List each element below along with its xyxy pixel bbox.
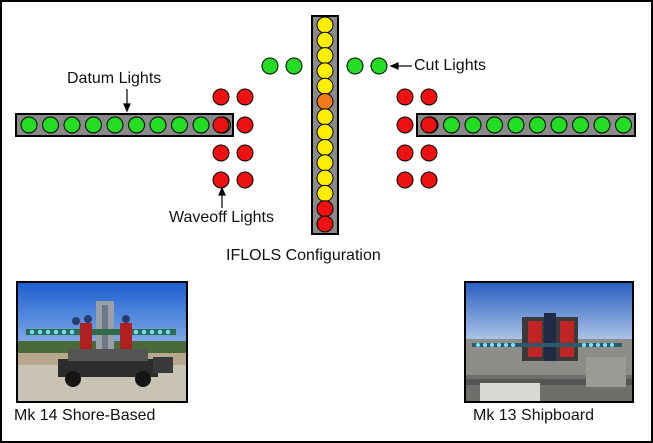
lens-cell-yellow <box>316 62 334 80</box>
lens-cell-yellow <box>316 154 334 172</box>
lens-cell-yellow <box>316 77 334 95</box>
datum-light-left <box>63 116 81 134</box>
waveoff-light-right <box>396 116 414 134</box>
waveoff-light-left <box>212 171 230 189</box>
lens-cell-yellow <box>316 184 334 202</box>
cut-light <box>285 57 303 75</box>
datum-light-right <box>464 116 482 134</box>
cut-light <box>346 57 364 75</box>
cut-light <box>261 57 279 75</box>
mk14-photo-image <box>18 283 186 401</box>
waveoff-light-right <box>396 144 414 162</box>
mk13-photo-image <box>466 283 632 401</box>
waveoff-light-right <box>420 116 438 134</box>
mk14-photo <box>16 281 188 403</box>
waveoff-light-left <box>212 144 230 162</box>
datum-light-left <box>128 116 145 134</box>
lens-cell-red <box>316 215 334 233</box>
waveoff-light-left <box>236 116 254 134</box>
waveoff-light-left <box>236 171 254 189</box>
waveoff-light-right <box>420 88 438 106</box>
iflols-configuration-label: IFLOLS Configuration <box>226 247 381 264</box>
datum-light-left <box>149 116 167 134</box>
mk14-caption: Mk 14 Shore-Based <box>14 407 156 424</box>
waveoff-light-right <box>396 171 414 189</box>
waveoff-light-right <box>420 144 438 162</box>
datum-light-right <box>550 116 568 134</box>
lens-cell-yellow <box>316 47 334 65</box>
datum-light-left <box>106 116 124 134</box>
lens-cell-yellow <box>316 123 334 141</box>
datum-light-left <box>85 116 102 134</box>
lens-cell-red <box>316 200 334 218</box>
datum-light-right <box>593 116 611 134</box>
datum-light-right <box>507 116 525 134</box>
datum-light-right <box>572 116 589 134</box>
lens-cell-yellow <box>316 108 334 126</box>
datum-light-right <box>529 116 546 134</box>
cut-light <box>370 57 388 75</box>
datum-light-left <box>171 116 188 134</box>
datum-light-right <box>615 116 632 134</box>
waveoff-light-left <box>236 88 254 106</box>
datum-light-left <box>192 116 210 134</box>
lens-cell-yellow <box>316 138 334 156</box>
datum-light-left <box>20 116 38 134</box>
cut-lights-label: Cut Lights <box>414 57 487 74</box>
mk13-caption: Mk 13 Shipboard <box>473 407 594 424</box>
datum-light-left <box>42 116 59 134</box>
datum-light-right <box>443 116 460 134</box>
waveoff-light-left <box>212 116 230 134</box>
waveoff-light-right <box>396 88 414 106</box>
waveoff-lights-label: Waveoff Lights <box>169 209 274 226</box>
mk13-photo <box>464 281 634 403</box>
waveoff-light-right <box>420 171 438 189</box>
waveoff-light-left <box>212 88 230 106</box>
datum-lights-label: Datum Lights <box>67 70 162 87</box>
datum-light-right <box>486 116 503 134</box>
lens-cell-yellow <box>316 16 334 34</box>
lens-cell-orange <box>316 93 334 111</box>
lens-cell-yellow <box>316 31 334 49</box>
waveoff-light-left <box>236 144 254 162</box>
lens-cell-yellow <box>316 169 334 187</box>
